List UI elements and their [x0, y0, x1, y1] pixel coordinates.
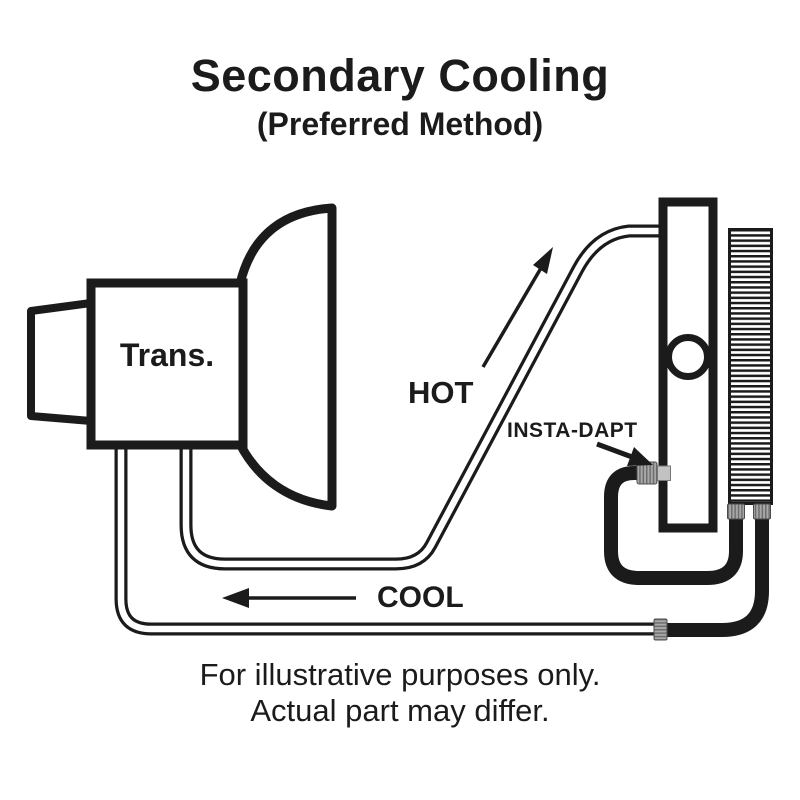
transmission-label: Trans.	[119, 337, 215, 373]
radiator-filler-neck	[665, 334, 711, 380]
secondary-cooler-fins	[728, 228, 773, 505]
connector-hose-u	[604, 466, 743, 585]
disclaimer-line-1: For illustrative purposes only.	[199, 657, 601, 692]
transmission-body	[86, 278, 248, 450]
page-title: Secondary Cooling	[190, 50, 610, 101]
page-subtitle: (Preferred Method)	[256, 106, 544, 142]
transmission-tail-shaft	[27, 299, 95, 425]
hot-line-tube	[179, 224, 663, 571]
insta-dapt-label: INSTA-DAPT	[507, 419, 638, 442]
adapter-pointer-arrow	[596, 441, 653, 466]
disclaimer-line-2: Actual part may differ.	[250, 693, 550, 728]
cool-line-label: COOL	[377, 581, 464, 614]
cool-flow-arrow	[222, 588, 356, 608]
cooler-left-fitting	[727, 503, 745, 520]
hot-line-label: HOT	[408, 375, 474, 410]
bell-housing	[235, 203, 337, 511]
cooler-right-fitting	[753, 503, 771, 520]
cool-line-tube	[114, 443, 656, 636]
hot-flow-arrow	[481, 247, 553, 368]
disclaimer: For illustrative purposes only. Actual p…	[0, 657, 800, 729]
connector-hose-return	[661, 508, 769, 637]
cool-line-coupler	[653, 618, 668, 641]
